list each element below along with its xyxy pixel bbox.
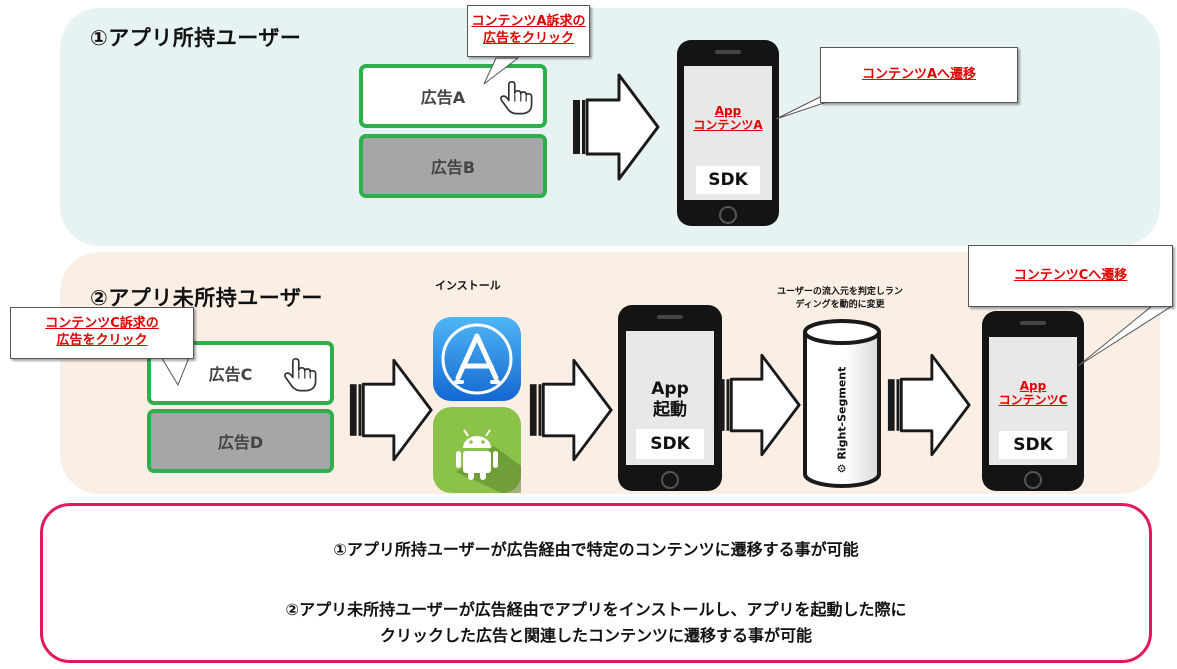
launch-label: 起動 (653, 400, 687, 421)
home-button (661, 471, 679, 489)
sdk-badge: SDK (696, 166, 760, 194)
callout-transition-c-text: コンテンツCへ遷移 (1013, 267, 1128, 283)
segment-note-line2: ディングを動的に変更 (795, 299, 885, 310)
callout-click-content-c: コンテンツC訴求の 広告をクリック (10, 307, 194, 359)
summary-box: ①アプリ所持ユーザーが広告経由で特定のコンテンツに遷移する事が可能 ②アプリ未所… (40, 503, 1152, 663)
right-arrow-icon (348, 355, 434, 465)
ad-b[interactable]: 広告B (359, 134, 547, 198)
callout-click-a-line2: 広告をクリック (482, 31, 574, 46)
smartphone-content-a: App コンテンツA SDK (677, 40, 779, 226)
phone-screen: App コンテンツA SDK (684, 66, 772, 200)
right-arrow-icon (528, 355, 614, 465)
callout-click-c-line2: 広告をクリック (56, 333, 148, 348)
section-owned-users-title: ①アプリ所持ユーザー (90, 26, 302, 50)
callout-transition-content-c: コンテンツCへ遷移 (968, 245, 1173, 307)
callout-transition-content-a: コンテンツAへ遷移 (820, 47, 1018, 103)
ad-c-label: 広告C (208, 365, 253, 384)
callout-transition-a-text: コンテンツAへ遷移 (861, 66, 977, 82)
ad-d-label: 広告D (217, 433, 264, 452)
right-arrow-icon (716, 350, 802, 460)
ad-b-label: 広告B (430, 158, 476, 177)
app-label: App (714, 104, 742, 118)
callout-tail (159, 354, 191, 387)
callout-click-c-line1: コンテンツC訴求の (45, 316, 159, 332)
summary-line-3: クリックした広告と関連したコンテンツに遷移する事が可能 (379, 626, 812, 645)
home-button (719, 206, 737, 224)
sdk-badge: SDK (636, 429, 704, 459)
callout-tail (483, 57, 520, 85)
callout-click-a-line1: コンテンツA訴求の (471, 14, 586, 30)
cylinder-icon (803, 319, 881, 488)
android-icon[interactable] (432, 406, 522, 494)
summary-line-2: ②アプリ未所持ユーザーが広告経由でアプリをインストールし、アプリを起動した際に (285, 600, 907, 619)
ad-a-label: 広告A (420, 88, 466, 107)
home-button (1024, 471, 1042, 489)
sdk-badge: SDK (999, 431, 1067, 459)
content-c-label: コンテンツC (998, 393, 1068, 408)
summary-line-1: ①アプリ所持ユーザーが広告経由で特定のコンテンツに遷移する事が可能 (333, 540, 859, 559)
smartphone-content-c: App コンテンツC SDK (982, 311, 1084, 491)
callout-tail (1077, 305, 1174, 367)
content-a-label: コンテンツA (693, 118, 763, 133)
gear-icon: ⚙ (835, 463, 849, 474)
right-segment-text: Right-Segment (835, 366, 849, 460)
callout-click-content-a: コンテンツA訴求の 広告をクリック (467, 5, 590, 57)
app-label: App (651, 379, 689, 399)
right-arrow-icon (886, 350, 972, 460)
right-arrow-icon (570, 72, 662, 182)
phone-screen: App コンテンツC SDK (989, 337, 1077, 465)
app-label: App (1019, 379, 1047, 393)
hand-pointer-icon (282, 357, 318, 393)
install-label: インストール (435, 279, 501, 292)
phone-screen: App 起動 SDK (626, 331, 714, 465)
ad-d[interactable]: 広告D (147, 409, 334, 473)
segment-note-line1: ユーザーの流入元を判定しラン (777, 287, 903, 297)
app-store-icon[interactable] (432, 316, 522, 402)
segment-note: ユーザーの流入元を判定しラン ディングを動的に変更 (740, 286, 940, 311)
right-segment-label: ⚙ Right-Segment (836, 367, 849, 474)
smartphone-app-launch: App 起動 SDK (618, 305, 722, 491)
section-not-owned-users-title: ②アプリ未所持ユーザー (90, 286, 323, 310)
